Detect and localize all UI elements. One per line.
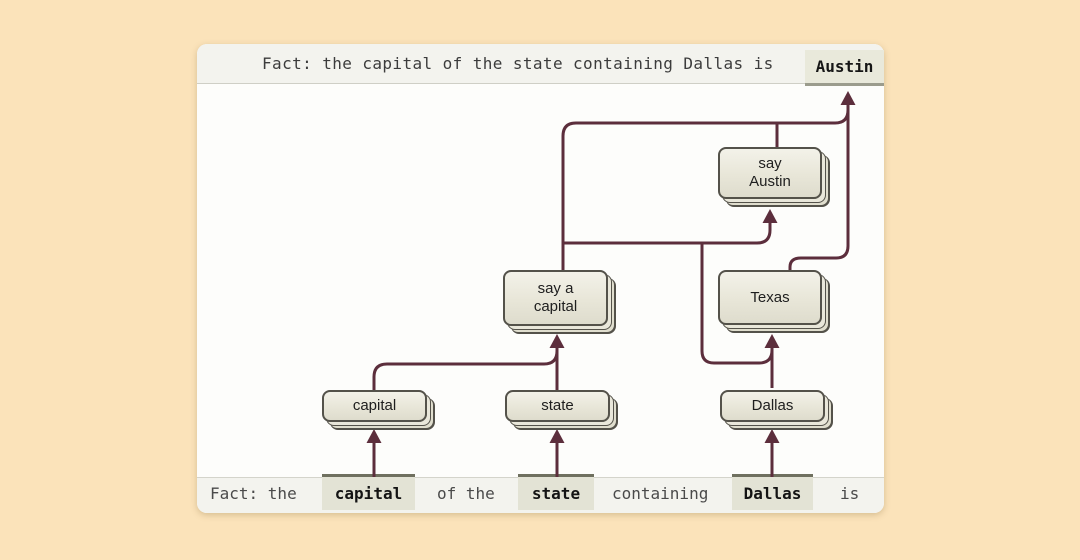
node-label: say Austin	[749, 155, 791, 190]
node-label: state	[541, 397, 574, 415]
node-label: Texas	[750, 288, 790, 306]
edge-capital-to-say-a-capital	[372, 350, 559, 390]
node-dallas[interactable]: Dallas	[720, 390, 825, 422]
arrowhead-icon	[764, 429, 780, 443]
node-state[interactable]: state	[505, 390, 610, 422]
node-say-a-capital[interactable]: say a capital	[503, 270, 608, 326]
node-label: say a capital	[533, 280, 578, 315]
token-text-is: is	[840, 484, 860, 503]
token-capital[interactable]: capital	[322, 474, 415, 510]
node-say-austin[interactable]: say Austin	[718, 147, 822, 199]
arrowhead-icon	[549, 429, 565, 443]
node-capital[interactable]: capital	[322, 390, 427, 422]
output-prompt-bar	[197, 44, 884, 84]
token-text-containing: containing	[612, 484, 709, 503]
arrowhead-icon	[366, 429, 382, 443]
edge-texas-to-output	[788, 105, 850, 271]
token-text-fact-the: Fact: the	[210, 484, 297, 503]
node-label: capital	[352, 397, 397, 415]
prompt-text: Fact: the capital of the state containin…	[262, 54, 774, 73]
arrowhead-icon	[764, 334, 780, 348]
arrowhead-icon	[762, 209, 778, 223]
token-text-of-the: of the	[437, 484, 495, 503]
node-label: Dallas	[751, 397, 794, 415]
arrowhead-icon	[549, 334, 565, 348]
edge-dallas-to-say-austin	[700, 244, 774, 365]
token-dallas[interactable]: Dallas	[732, 474, 813, 510]
node-texas[interactable]: Texas	[718, 270, 822, 325]
completion-token-austin[interactable]: Austin	[805, 50, 884, 86]
edge-say-a-capital-to-say-austin	[563, 223, 772, 245]
arrowhead-icon	[840, 91, 856, 105]
